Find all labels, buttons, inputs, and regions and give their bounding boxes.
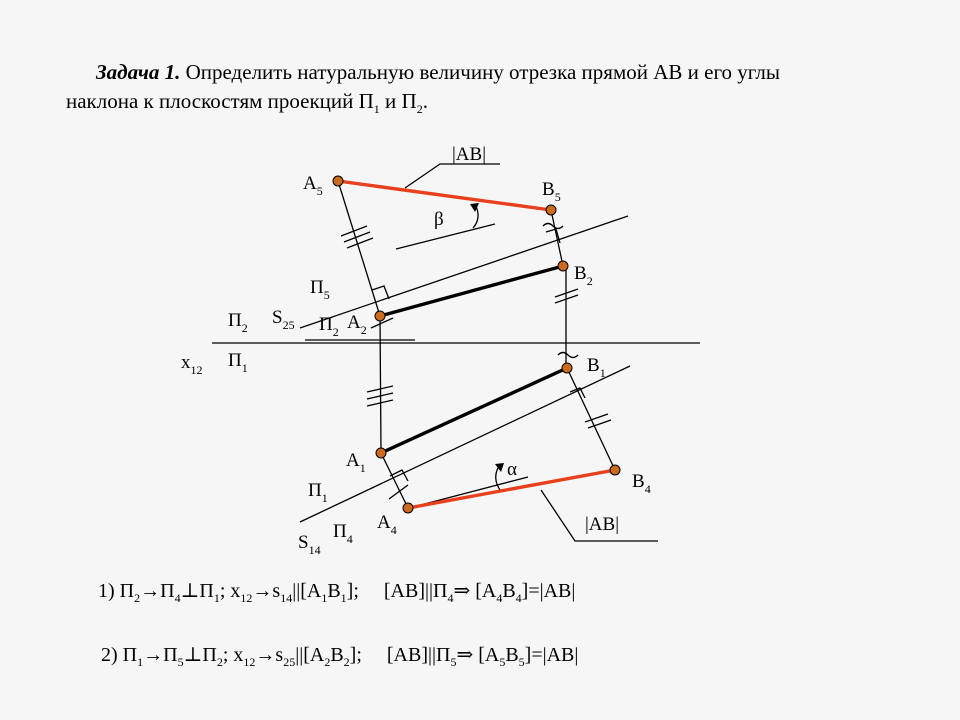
true-length-a4-b4 bbox=[407, 468, 616, 510]
label-p4: П4 bbox=[333, 521, 353, 546]
leader-ab-bottom bbox=[540, 489, 658, 542]
label-a4: A4 bbox=[377, 512, 397, 537]
hatch-mark-a2 bbox=[370, 317, 394, 329]
break-mark-b1 bbox=[557, 351, 579, 359]
hatch-marks-a1 bbox=[366, 385, 394, 407]
beta-reference-line bbox=[395, 223, 496, 250]
right-angle-b5 bbox=[545, 228, 561, 244]
label-b4: B4 bbox=[632, 471, 651, 496]
true-length-a5-b5 bbox=[337, 179, 552, 212]
label-s14: S14 bbox=[298, 532, 321, 557]
label-ab-top: |AB| bbox=[452, 144, 486, 165]
alpha-arrowhead bbox=[495, 463, 504, 472]
label-s25: S25 bbox=[272, 307, 295, 332]
link-b1-b4 bbox=[566, 367, 616, 471]
alpha-arc bbox=[495, 465, 501, 491]
label-x12: x12 bbox=[181, 352, 203, 377]
link-b2-b5 bbox=[550, 209, 564, 267]
right-angle-a2 bbox=[371, 285, 390, 300]
hatch-marks-a5 bbox=[340, 225, 374, 249]
point-b4 bbox=[609, 464, 621, 476]
point-a2 bbox=[374, 310, 386, 322]
label-p1-left: П1 bbox=[228, 350, 248, 375]
point-a5 bbox=[332, 175, 344, 187]
leader-ab-top bbox=[404, 163, 500, 189]
link-a2-a1 bbox=[379, 315, 382, 454]
task-number: Задача 1. bbox=[96, 60, 181, 84]
label-a2: A2 bbox=[347, 312, 367, 337]
hatch-marks-b4 bbox=[584, 413, 612, 429]
hatch-marks-b2 bbox=[554, 288, 579, 304]
task-text-2a: наклона к плоскостям проекций П bbox=[66, 89, 374, 113]
label-p2-left: П2 bbox=[228, 310, 248, 335]
label-p2-right: П2 bbox=[319, 314, 339, 339]
task-statement: Задача 1. Определить натуральную величин… bbox=[66, 60, 780, 117]
s14-axis bbox=[299, 365, 631, 523]
segment-a1-b1 bbox=[380, 366, 568, 455]
segment-a2-b2 bbox=[379, 264, 564, 318]
task-text-1: Определить натуральную величину отрезка … bbox=[180, 60, 780, 84]
link-a1-a4 bbox=[380, 452, 409, 509]
formula-2: 2) П1→П5⊥П2; x12→s25||[A2B2]; [AB]||П5⇒ … bbox=[101, 644, 579, 669]
label-a1: A1 bbox=[346, 450, 366, 475]
label-ab-bottom: |AB| bbox=[585, 514, 619, 535]
beta-arrowhead bbox=[470, 203, 479, 212]
point-b1 bbox=[561, 362, 573, 374]
label-beta: β bbox=[434, 209, 444, 230]
break-mark-b5 bbox=[542, 222, 564, 230]
right-angle-b1 bbox=[569, 387, 586, 399]
label-p1-lower: П1 bbox=[308, 480, 328, 505]
formula-1: 1) П2→П4⊥П1; x12→s14||[A1B1]; [AB]||П4⇒ … bbox=[98, 580, 576, 605]
link-a2-a5 bbox=[337, 180, 381, 317]
label-b1: B1 bbox=[587, 355, 606, 380]
right-angle-a1 bbox=[389, 469, 409, 482]
label-b2: B2 bbox=[574, 263, 593, 288]
label-b5: B5 bbox=[542, 179, 561, 204]
s25-axis bbox=[299, 215, 629, 329]
point-a1 bbox=[375, 447, 387, 459]
label-a5: A5 bbox=[303, 173, 323, 198]
hatch-mark-a4 bbox=[388, 484, 409, 500]
point-a4 bbox=[402, 502, 414, 514]
point-b5 bbox=[545, 204, 557, 216]
label-p5: П5 bbox=[310, 277, 330, 302]
label-alpha: α bbox=[507, 459, 517, 480]
point-b2 bbox=[557, 260, 569, 272]
